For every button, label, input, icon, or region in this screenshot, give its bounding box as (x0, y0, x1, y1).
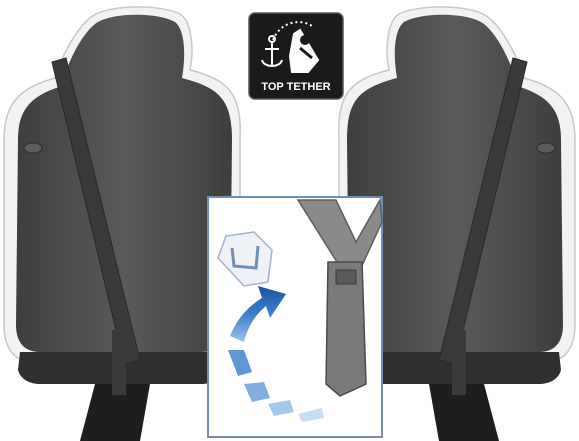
inset-detail (208, 197, 382, 437)
badge-label: TOP TETHER (261, 81, 330, 93)
right-seat-bolster (537, 143, 555, 153)
right-seat-belt-lap (452, 330, 466, 395)
left-seat-bolster (24, 143, 42, 153)
left-seat (4, 7, 240, 441)
left-seat-belt-lap (112, 330, 126, 395)
top-tether-badge: TOP TETHER (249, 13, 343, 99)
